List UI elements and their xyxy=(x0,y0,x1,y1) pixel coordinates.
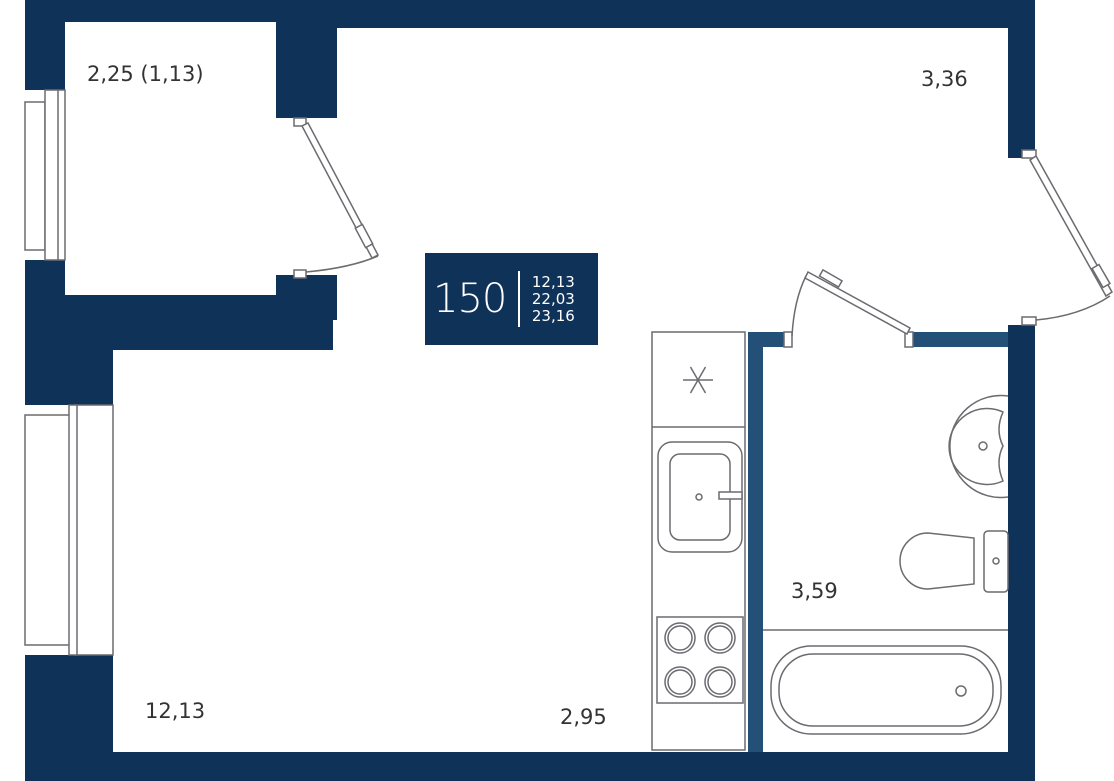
room-area-balcony: 2,25 (1,13) xyxy=(87,62,204,86)
kitchen-counter xyxy=(651,331,746,751)
apartment-badge: 150 12,13 22,03 23,16 xyxy=(425,253,598,345)
bathroom-fixtures xyxy=(763,394,1009,735)
stove xyxy=(656,616,744,704)
inner-walls xyxy=(748,332,1008,752)
window-balcony xyxy=(24,89,66,261)
badge-divider xyxy=(518,271,520,327)
total-area: 23,16 xyxy=(531,306,575,325)
snowflake-icon xyxy=(683,366,713,394)
outer-walls xyxy=(25,0,1035,781)
room-area-living-room: 12,13 xyxy=(145,699,205,723)
door-entrance xyxy=(1021,149,1113,326)
room-area-kitchen: 2,95 xyxy=(560,705,607,729)
living-area: 12,13 xyxy=(531,272,575,291)
window-living-room xyxy=(24,404,114,656)
apartment-areas: 12,13 22,03 23,16 xyxy=(531,272,575,325)
apartment-number: 150 xyxy=(433,276,507,322)
door-balcony xyxy=(293,117,380,279)
room-area-bathroom: 3,59 xyxy=(791,579,838,603)
usable-area: 22,03 xyxy=(531,289,575,308)
toilet xyxy=(899,530,1009,593)
door-bathroom xyxy=(783,268,914,348)
room-area-hallway: 3,36 xyxy=(921,67,968,91)
